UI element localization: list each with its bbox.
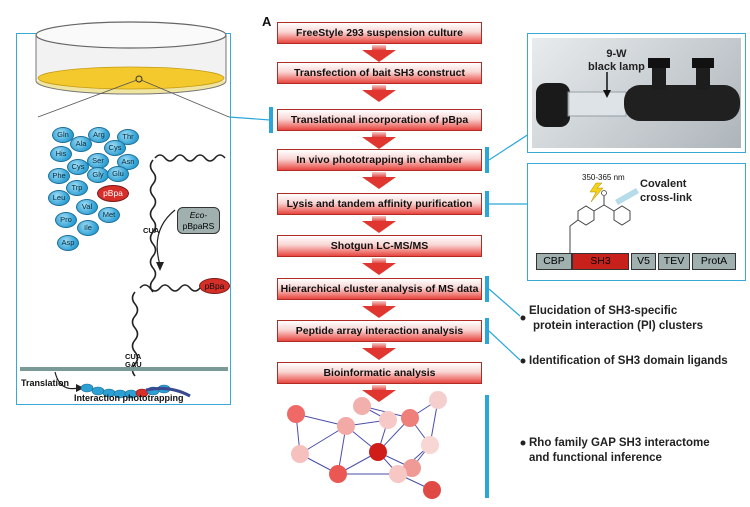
flow-arrow	[362, 137, 396, 149]
enzyme-label-line2: pBpaRS	[182, 221, 215, 231]
outcome-interactome: Rho family GAP SH3 interactome and funct…	[529, 436, 710, 466]
aa-bubble: Ile	[77, 220, 99, 236]
enzyme-label-line1: Eco-	[189, 210, 208, 220]
lamp-label-line2: black lamp	[588, 61, 645, 73]
phototrapping-label: Interaction phototrapping	[74, 393, 184, 403]
outcome-ligands: Identification of SH3 domain ligands	[529, 355, 728, 367]
crosslink-label-line1: Covalent	[640, 178, 687, 190]
outcome-pi-clusters-line1: Elucidation of SH3-specific	[529, 305, 678, 317]
trna-top-helix	[154, 154, 226, 162]
aa-bubble: Ala	[70, 136, 92, 152]
workflow-step: Translational incorporation of pBpa	[277, 109, 482, 131]
panel-letter-a: A	[262, 14, 272, 29]
crosslink-label-line2: cross-link	[640, 192, 692, 204]
aa-bubble: Arg	[88, 127, 110, 143]
flow-arrow	[362, 390, 396, 402]
workflow-step: Transfection of bait SH3 construct	[277, 62, 482, 84]
trna-top-stem	[149, 159, 157, 293]
workflow-step: In vivo phototrapping in chamber	[277, 149, 482, 171]
petri-dish-rim	[35, 21, 227, 49]
eco-pbpars-enzyme: Eco- pBpaRS	[177, 207, 220, 234]
pbpa-oval-bottom: pBpa	[199, 278, 230, 294]
anticodon-label-top: CUA	[143, 226, 160, 235]
aa-bubble: Phe	[48, 168, 70, 184]
workflow-step: Lysis and tandem affinity purification	[277, 193, 482, 215]
aa-bubble: Gln	[52, 127, 74, 143]
workflow-step: Peptide array interaction analysis	[277, 320, 482, 342]
flow-arrow	[362, 90, 396, 102]
lamp-left-fitting	[536, 83, 570, 127]
petri-dish-medium	[37, 66, 225, 90]
highlight-bar	[485, 276, 489, 302]
outcome-interactome-line1: Rho family GAP SH3 interactome	[529, 437, 710, 449]
aa-bubble: Cys	[104, 140, 126, 156]
flow-arrow	[362, 177, 396, 189]
crosslink-label: Covalent cross-link	[640, 177, 692, 205]
aa-bubble: Met	[98, 207, 120, 223]
workflow-step: Bioinformatic analysis	[277, 362, 482, 384]
lamp-tube	[624, 85, 740, 121]
flow-arrow	[362, 221, 396, 233]
domain-cbp: CBP	[536, 253, 572, 270]
aa-bubble: Trp	[66, 180, 88, 196]
mrna-strand	[20, 367, 228, 371]
translation-arrow	[54, 371, 79, 390]
flow-arrow	[362, 348, 396, 360]
workflow-step: FreeStyle 293 suspension culture	[277, 22, 482, 44]
outcome-pi-clusters: Elucidation of SH3-specific protein inte…	[529, 304, 703, 334]
aa-bubble: Pro	[55, 212, 77, 228]
flow-arrow	[362, 263, 396, 275]
codon-label: GAU	[125, 360, 142, 369]
aa-bubble: Glu	[107, 166, 129, 182]
aa-bubble: Thr	[117, 129, 139, 145]
bound-partner	[145, 387, 191, 398]
highlight-bar	[485, 395, 489, 498]
domain-tev: TEV	[658, 253, 690, 270]
aa-bubble: Leu	[48, 190, 70, 206]
highlight-bar	[485, 147, 489, 173]
highlight-bar	[269, 107, 273, 133]
flow-arrow	[362, 50, 396, 62]
wavelength-label: 350-365 nm	[582, 173, 625, 182]
outcome-pi-clusters-line2: protein interaction (PI) clusters	[533, 320, 703, 332]
highlight-bar	[485, 318, 489, 344]
aa-bubble: Asp	[57, 235, 79, 251]
aa-bubble: His	[50, 146, 72, 162]
domain-v5: V5	[631, 253, 656, 270]
highlight-bar	[485, 191, 489, 217]
crosslink-arrow	[615, 188, 639, 205]
aa-bubble: Cys	[67, 159, 89, 175]
peptide-chain	[80, 383, 171, 399]
charging-arrow	[156, 209, 176, 266]
trna-bottom-stem	[131, 291, 139, 377]
domain-sh3: SH3	[572, 253, 629, 270]
domain-prota: ProtA	[692, 253, 736, 270]
lamp-label: 9-W black lamp	[588, 48, 645, 74]
lamp-label-line1: 9-W	[606, 48, 627, 60]
anticodon-label-bottom: CUA	[125, 352, 142, 361]
cell-magnifier	[135, 75, 143, 83]
workflow-step: Shotgun LC-MS/MS	[277, 235, 482, 257]
pbpa-oval-top: pBpa	[97, 185, 129, 202]
aa-bubble: Val	[76, 199, 98, 215]
flow-arrow	[362, 306, 396, 318]
outcome-interactome-line2: and functional inference	[529, 452, 662, 464]
translation-label: Translation	[21, 378, 70, 388]
workflow-step: Hierarchical cluster analysis of MS data	[277, 278, 482, 300]
lightning-icon	[589, 182, 604, 203]
